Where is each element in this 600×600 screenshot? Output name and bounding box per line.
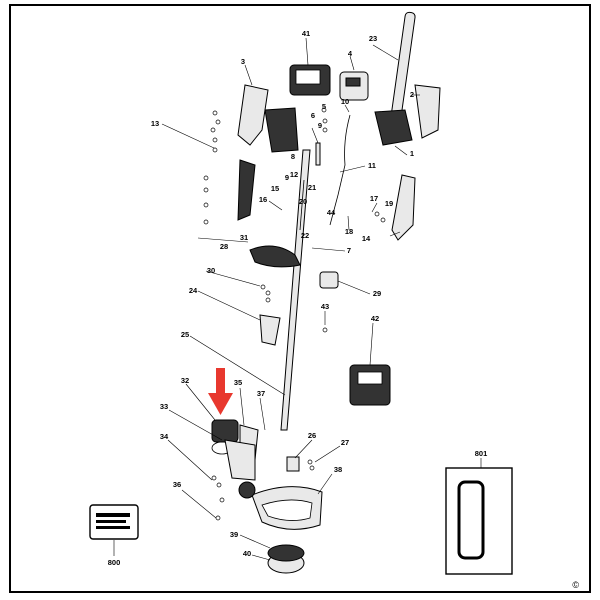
callout-28: 28 (220, 242, 228, 251)
callout-801: 801 (475, 449, 488, 458)
guard-24 (259, 314, 281, 346)
switch-26 (286, 456, 300, 472)
callout-9b: 9 (285, 173, 289, 182)
highlight-arrow (208, 368, 233, 415)
shaft-7 (280, 149, 311, 431)
charger-42 (349, 364, 391, 406)
callout-16: 16 (259, 195, 267, 204)
pin-8 (315, 142, 321, 166)
screws (203, 107, 386, 521)
callout-29: 29 (373, 289, 381, 298)
callout-5: 5 (322, 102, 326, 111)
handle-assembly-1 (374, 109, 413, 146)
front-grip-14 (391, 174, 416, 241)
motor-32 (211, 419, 239, 443)
callout-10: 10 (341, 97, 349, 106)
callout-42: 42 (371, 314, 379, 323)
callout-43: 43 (321, 302, 329, 311)
lower-housing (224, 439, 256, 481)
callout-33: 33 (160, 402, 168, 411)
callout-35: 35 (234, 378, 242, 387)
callout-6: 6 (311, 111, 315, 120)
callout-41: 41 (302, 29, 310, 38)
handle-half-2 (414, 84, 441, 139)
copyright-mark: © (572, 580, 579, 590)
callout-34: 34 (160, 432, 169, 441)
part-box-800 (89, 504, 139, 556)
callout-38: 38 (334, 465, 342, 474)
strap-23 (390, 11, 416, 123)
leader-lines (161, 37, 420, 561)
callout-26: 26 (308, 431, 316, 440)
callout-17: 17 (370, 194, 378, 203)
callout-11: 11 (368, 161, 376, 170)
callout-3: 3 (241, 57, 245, 66)
callout-4: 4 (348, 49, 353, 58)
callout-22: 22 (301, 231, 309, 240)
callout-32: 32 (181, 376, 189, 385)
callout-27: 27 (341, 438, 349, 447)
switch-housing-4 (339, 71, 369, 101)
callout-7: 7 (347, 246, 351, 255)
callout-21: 21 (308, 183, 316, 192)
callout-36: 36 (173, 480, 181, 489)
housing-half-3 (237, 84, 269, 146)
callout-31: 31 (240, 233, 248, 242)
spool-40 (267, 544, 305, 574)
housing-cover-13 (237, 159, 256, 221)
page-frame (9, 4, 591, 593)
callout-800: 800 (108, 558, 121, 567)
callout-8: 8 (291, 152, 295, 161)
callout-9: 9 (318, 121, 322, 130)
callout-40: 40 (243, 549, 251, 558)
callout-12: 12 (290, 170, 298, 179)
battery-41 (289, 64, 331, 96)
callout-2: 2 (410, 90, 414, 99)
hub-39 (238, 481, 256, 499)
callout-15: 15 (271, 184, 279, 193)
callout-44: 44 (327, 208, 336, 217)
cable-11 (329, 114, 351, 226)
callout-18: 18 (345, 227, 353, 236)
callout-25: 25 (181, 330, 189, 339)
clamp-29 (319, 271, 339, 289)
handle-28 (249, 245, 301, 268)
callout-24: 24 (189, 286, 198, 295)
callout-39: 39 (230, 530, 238, 539)
callout-30: 30 (207, 266, 215, 275)
callout-labels: 41 4 23 3 10 2 5 6 9 13 1 8 11 12 9 21 1… (108, 29, 488, 567)
callout-13: 13 (151, 119, 159, 128)
callout-14: 14 (362, 234, 371, 243)
callout-23: 23 (369, 34, 377, 43)
callout-19: 19 (385, 199, 393, 208)
callout-37: 37 (257, 389, 265, 398)
callout-1: 1 (410, 149, 414, 158)
callout-20: 20 (299, 197, 307, 206)
guard-38 (251, 486, 323, 530)
motor-housing-left (264, 107, 299, 153)
part-box-801 (445, 458, 513, 575)
